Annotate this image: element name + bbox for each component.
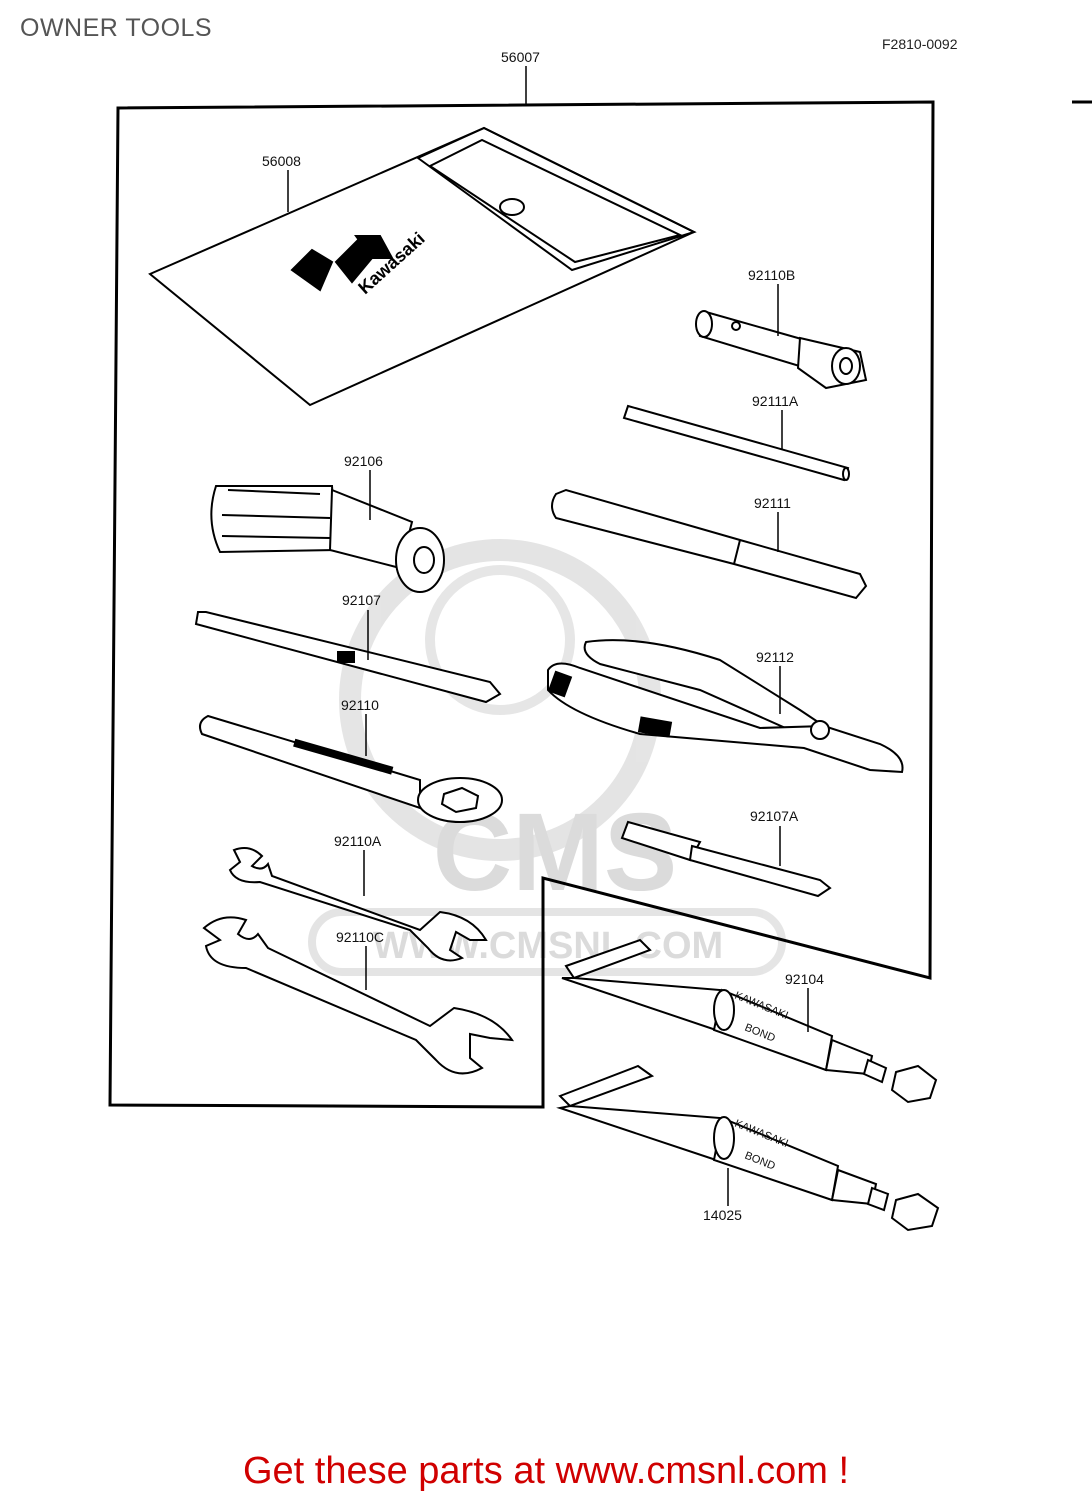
pliers <box>547 639 904 774</box>
screwdriver-handle <box>210 485 445 593</box>
watermark: CMS WWW.CMSNL.COM <box>308 539 786 976</box>
part-label-14025: 14025 <box>703 1207 742 1223</box>
part-label-92107: 92107 <box>342 592 381 608</box>
part-label-92104: 92104 <box>785 971 824 987</box>
part-labels: 56007 56008 92110B 92111A 92106 92111 92… <box>262 49 824 1223</box>
parts-diagram: CMS WWW.CMSNL.COM Kawasaki <box>108 49 1092 1232</box>
extension-bar <box>551 488 868 600</box>
open-end-wrench-small <box>228 847 488 962</box>
part-label-92106: 92106 <box>344 453 383 469</box>
socket-wrench <box>695 310 868 390</box>
part-label-92111A: 92111A <box>752 393 799 409</box>
box-wrench <box>199 714 503 823</box>
part-label-92110: 92110 <box>341 697 379 713</box>
bond-tube-14025: KAWASAKI BOND <box>556 1064 940 1232</box>
leader-lines <box>287 66 809 1206</box>
part-label-56008: 56008 <box>262 153 301 169</box>
promo-link[interactable]: Get these parts at www.cmsnl.com ! <box>242 1450 850 1492</box>
tommy-bar <box>622 404 850 482</box>
screwdriver <box>194 611 502 704</box>
figure-reference: F2810-0092 <box>882 36 958 52</box>
part-label-92111: 92111 <box>754 495 791 511</box>
part-label-92110B: 92110B <box>748 267 795 283</box>
part-label-56007: 56007 <box>501 49 540 65</box>
open-end-wrench-large <box>202 916 515 1075</box>
tool-pouch: Kawasaki <box>148 126 697 407</box>
part-label-92110A: 92110A <box>334 833 382 849</box>
part-label-92110C: 92110C <box>336 929 384 945</box>
part-label-92107A: 92107A <box>750 808 799 824</box>
page-title: OWNER TOOLS <box>20 14 213 42</box>
kit-outline <box>108 100 935 1109</box>
part-label-92112: 92112 <box>756 649 794 665</box>
phillips-screwdriver <box>620 820 832 898</box>
